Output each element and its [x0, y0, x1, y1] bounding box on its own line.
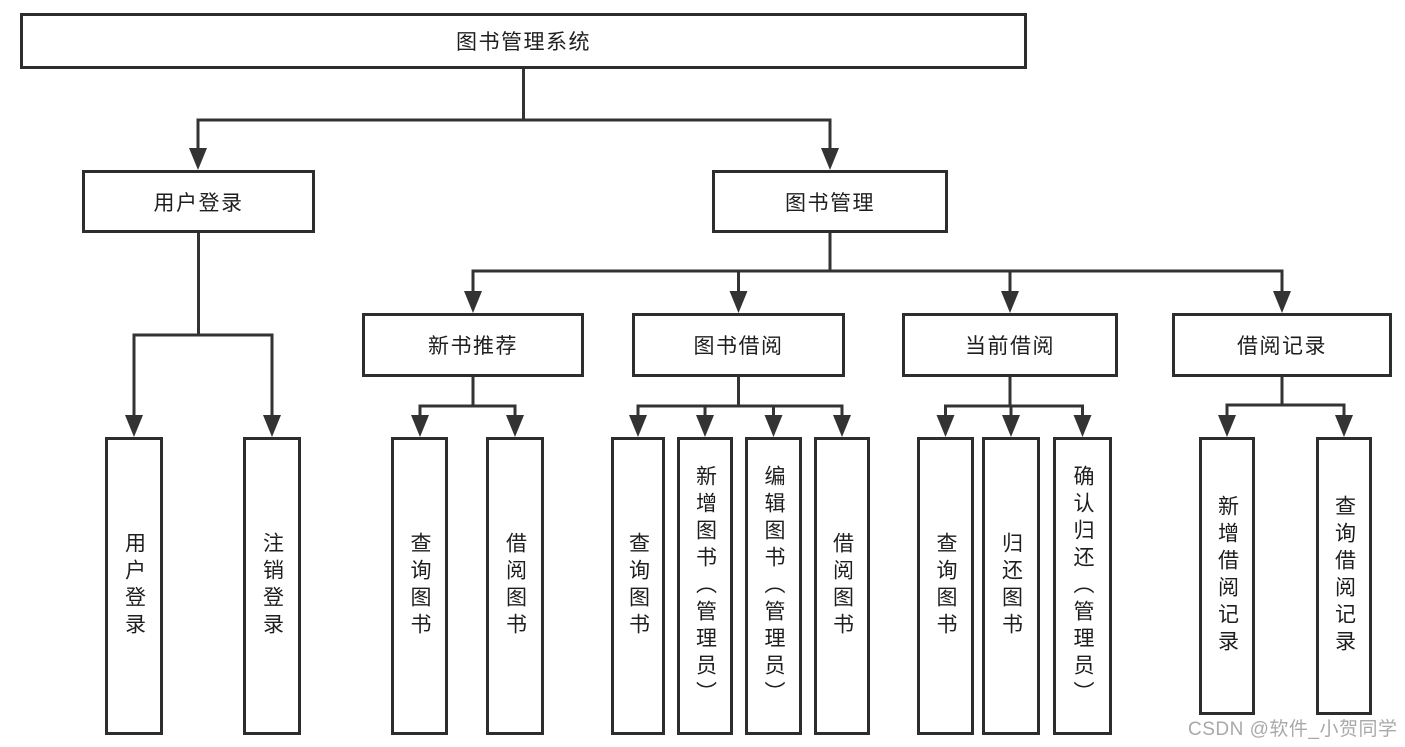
- node-current-borrowing-label: 当前借阅: [965, 335, 1055, 358]
- leaf-query-borrow-record-label: 查询借阅记录: [1332, 495, 1356, 657]
- node-book-management: 图书管理: [712, 170, 948, 233]
- node-borrowing-records-label: 借阅记录: [1237, 335, 1327, 358]
- node-library-system: 图书管理系统: [20, 13, 1027, 69]
- node-book-borrowing: 图书借阅: [632, 313, 845, 377]
- leaf-edit-books-admin-label: 编辑图书（管理员）: [762, 464, 785, 708]
- connector-borrowing-records-group: [1218, 375, 1353, 437]
- csdn-watermark: CSDN @软件_小贺同学: [1188, 719, 1398, 740]
- node-new-book-recommendation: 新书推荐: [362, 313, 584, 377]
- node-user-login: 用户登录: [82, 170, 315, 233]
- node-current-borrowing: 当前借阅: [902, 313, 1118, 377]
- leaf-query-books-current-label: 查询图书: [934, 532, 957, 640]
- leaf-logout: 注销登录: [243, 437, 301, 735]
- leaf-borrow-books-recommend: 借阅图书: [486, 437, 544, 735]
- leaf-query-borrow-record: 查询借阅记录: [1316, 437, 1372, 715]
- connector-new-book-group: [411, 375, 524, 437]
- connector-current-borrowing-group: [936, 375, 1092, 437]
- leaf-borrow-books: 借阅图书: [814, 437, 870, 735]
- leaf-logout-label: 注销登录: [260, 532, 284, 640]
- node-borrowing-records: 借阅记录: [1172, 313, 1392, 377]
- leaf-edit-books-admin: 编辑图书（管理员）: [745, 437, 802, 735]
- node-library-system-label: 图书管理系统: [456, 31, 591, 54]
- leaf-confirm-return-admin: 确认归还（管理员）: [1053, 437, 1112, 735]
- node-book-borrowing-label: 图书借阅: [693, 335, 784, 358]
- leaf-user-login-label: 用户登录: [122, 532, 146, 640]
- leaf-return-books-label: 归还图书: [999, 532, 1023, 640]
- leaf-query-books-recommend: 查询图书: [391, 437, 448, 735]
- leaf-user-login: 用户登录: [105, 437, 163, 735]
- leaf-query-books-recommend-label: 查询图书: [408, 532, 431, 640]
- leaf-confirm-return-admin-label: 确认归还（管理员）: [1071, 464, 1094, 708]
- connector-user-login-group: [125, 233, 281, 437]
- leaf-query-books-current: 查询图书: [917, 437, 974, 735]
- leaf-borrow-books-recommend-label: 借阅图书: [503, 532, 527, 640]
- connector-book-management-group: [464, 231, 1291, 313]
- node-book-management-label: 图书管理: [785, 191, 875, 215]
- leaf-query-books-borrowing-label: 查询图书: [626, 532, 650, 640]
- leaf-query-books-borrowing: 查询图书: [611, 437, 665, 735]
- node-new-book-recommendation-label: 新书推荐: [428, 335, 518, 358]
- leaf-add-borrow-record-label: 新增借阅记录: [1215, 495, 1239, 657]
- connector-root-to-level2: [189, 69, 839, 170]
- connector-book-borrowing-group: [629, 375, 851, 437]
- leaf-add-books-admin-label: 新增图书（管理员）: [693, 464, 717, 708]
- leaf-return-books: 归还图书: [982, 437, 1040, 735]
- leaf-borrow-books-label: 借阅图书: [830, 532, 854, 640]
- leaf-add-borrow-record: 新增借阅记录: [1199, 437, 1255, 715]
- leaf-add-books-admin: 新增图书（管理员）: [677, 437, 733, 735]
- node-user-login-label: 用户登录: [153, 191, 244, 215]
